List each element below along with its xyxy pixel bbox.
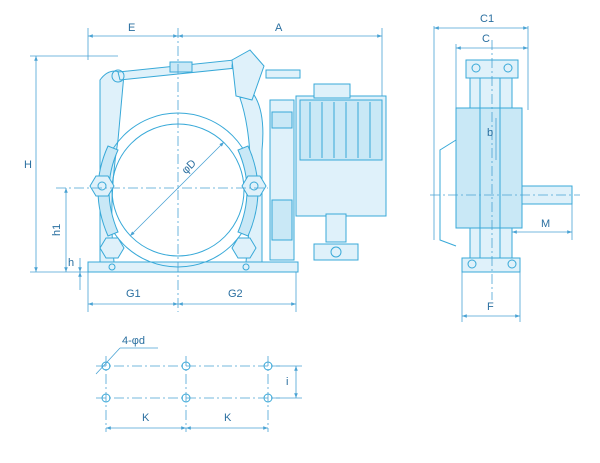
side-bolt bbox=[503, 63, 513, 73]
spring-coil-2 bbox=[271, 199, 293, 241]
turnbuckle bbox=[169, 61, 193, 73]
rod-end-left bbox=[111, 69, 125, 83]
side-base bbox=[461, 257, 521, 273]
dim-label-H: H bbox=[24, 159, 32, 171]
right-pivot-hex bbox=[241, 175, 267, 197]
spring-coil-1 bbox=[271, 111, 293, 129]
thruster-base bbox=[313, 243, 359, 261]
holes-leader bbox=[95, 347, 121, 375]
front-view bbox=[87, 49, 387, 273]
dim-label-b: b bbox=[487, 127, 493, 139]
left-pivot-hex bbox=[89, 175, 115, 197]
bolt-hole-plan bbox=[101, 361, 273, 403]
side-bolt bbox=[507, 259, 517, 269]
dim-label-G1: G1 bbox=[126, 288, 141, 300]
dim-label-i: i bbox=[286, 376, 288, 388]
side-brake-wheel bbox=[455, 107, 523, 229]
thruster-pin bbox=[330, 246, 342, 258]
dim-label-F: F bbox=[487, 301, 494, 313]
side-view bbox=[439, 59, 573, 273]
dim-label-h: h bbox=[68, 257, 74, 269]
dim-label-G2: G2 bbox=[228, 288, 243, 300]
diameter-leader bbox=[129, 141, 225, 237]
base-plate bbox=[87, 261, 299, 273]
dim-label-K2: K bbox=[224, 412, 232, 424]
dim-label-M: M bbox=[541, 218, 550, 230]
dim-label-C: C bbox=[482, 33, 490, 45]
dim-label-C1: C1 bbox=[480, 13, 494, 25]
top-lever bbox=[231, 49, 265, 101]
thruster-foot bbox=[325, 213, 347, 243]
side-bolt bbox=[471, 63, 481, 73]
base-bolt bbox=[242, 263, 250, 271]
left-lower-hex bbox=[99, 237, 125, 259]
side-bolt bbox=[467, 259, 477, 269]
left-pivot-pin bbox=[97, 181, 107, 191]
dim-label-h1: h1 bbox=[51, 224, 63, 236]
thruster-motor bbox=[299, 99, 383, 161]
right-lower-hex bbox=[231, 237, 257, 259]
spring-seat bbox=[265, 69, 301, 79]
dim-label-holes: 4-φd bbox=[122, 335, 145, 347]
side-cable bbox=[439, 139, 457, 247]
dim-label-K1: K bbox=[142, 412, 150, 424]
dim-label-A: A bbox=[275, 22, 283, 34]
right-pivot-pin bbox=[249, 181, 259, 191]
dim-label-phiD: φD bbox=[180, 157, 199, 176]
dim-label-E: E bbox=[128, 22, 135, 34]
base-bolt bbox=[108, 263, 116, 271]
thruster-cap bbox=[313, 83, 351, 99]
